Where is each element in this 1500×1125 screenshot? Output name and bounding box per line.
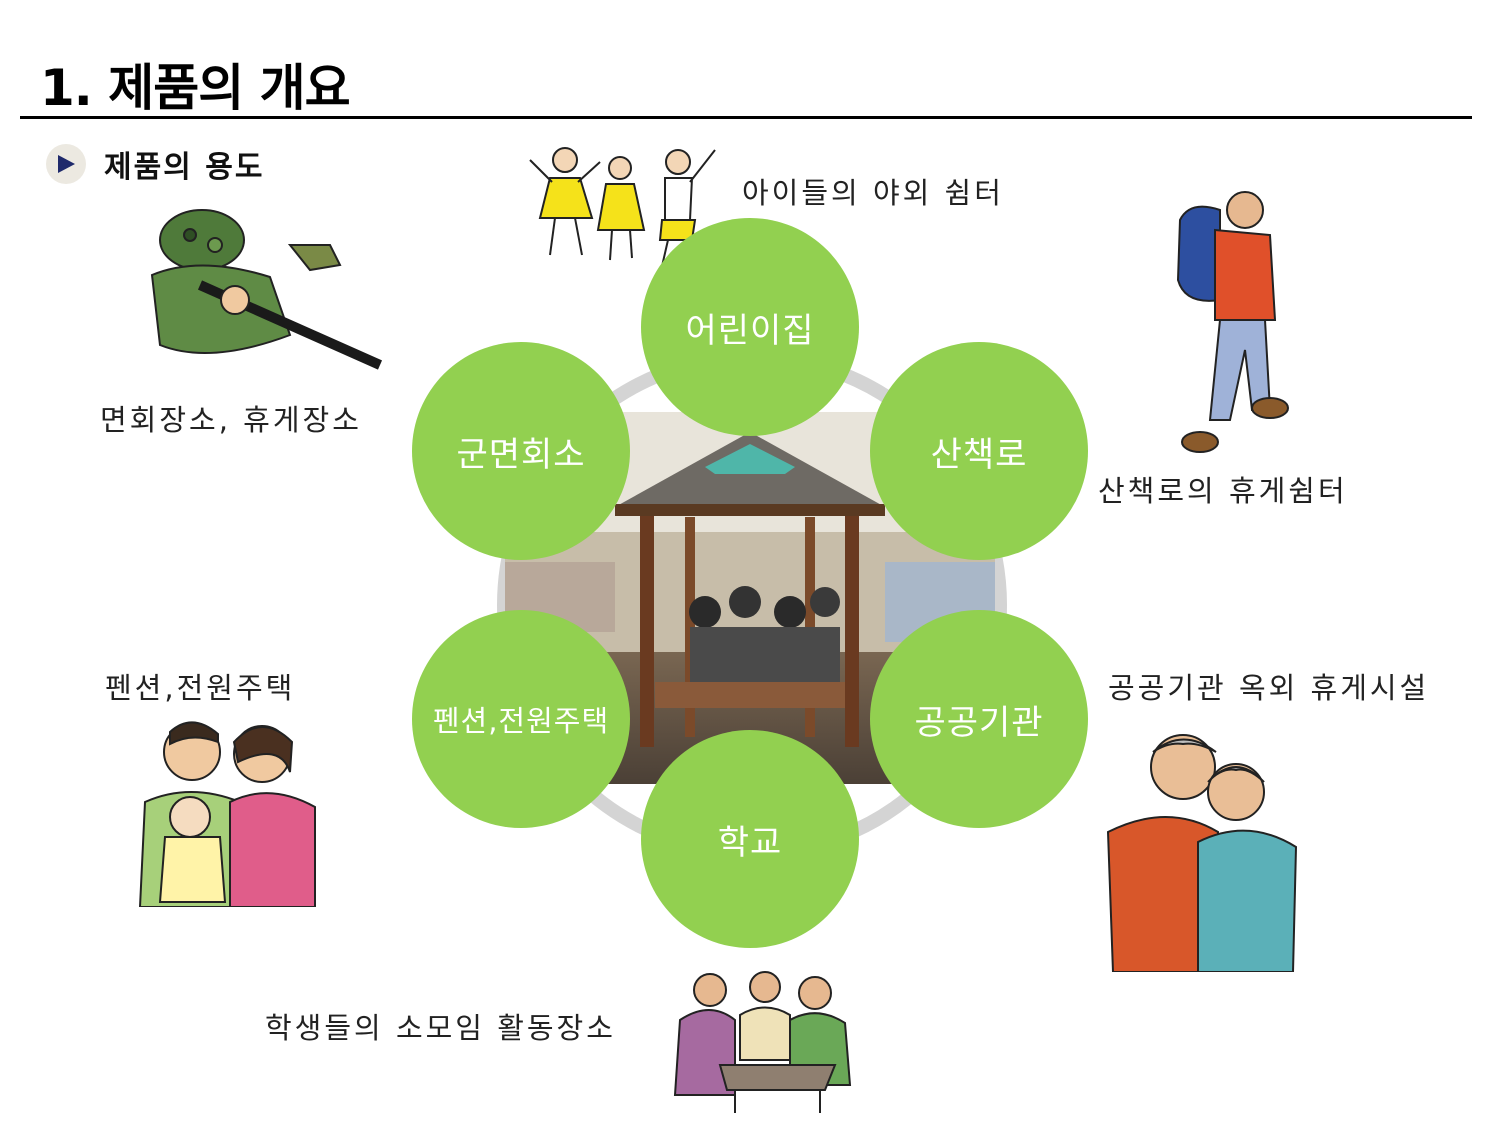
hub-node-pension: 펜션,전원주택 [412, 610, 630, 828]
section-heading: 제품의 용도 [46, 142, 264, 186]
hub-node-label: 군면회소 [456, 434, 586, 475]
soldier-icon [150, 209, 383, 370]
hub-node-label: 펜션,전원주택 [432, 704, 610, 738]
hiker-icon [1176, 191, 1289, 453]
hub-node-public: 공공기관 [870, 610, 1088, 828]
hub-node-label: 공공기관 [914, 702, 1044, 743]
page-title: 1. 제품의 개요 [40, 59, 351, 117]
caption-public: 공공기관 옥외 휴게시설 [1108, 671, 1430, 705]
title-divider [20, 116, 1472, 119]
caption-military: 면회장소, 휴게장소 [100, 403, 362, 437]
caption-trail: 산책로의 휴게쉼터 [1098, 474, 1348, 508]
hub-node-label: 산책로 [930, 434, 1028, 475]
hub-node-military: 군면회소 [412, 342, 630, 560]
elderly-couple-icon [1106, 734, 1298, 972]
hub-node-school: 학교 [641, 730, 859, 948]
caption-school: 학생들의 소모임 활동장소 [265, 1011, 616, 1045]
caption-pension: 펜션,전원주택 [105, 671, 296, 705]
children-playing-icon [529, 147, 716, 276]
hub-node-trail: 산책로 [870, 342, 1088, 560]
caption-kids: 아이들의 야외 쉼터 [742, 176, 1004, 210]
section-heading-text: 제품의 용도 [104, 150, 265, 185]
students-dining-icon [673, 971, 852, 1113]
family-icon [138, 721, 316, 907]
hub-node-label: 학교 [717, 822, 783, 863]
play-arrow-icon [46, 144, 86, 184]
hub-node-daycare: 어린이집 [641, 218, 859, 436]
hub-node-label: 어린이집 [685, 310, 815, 351]
